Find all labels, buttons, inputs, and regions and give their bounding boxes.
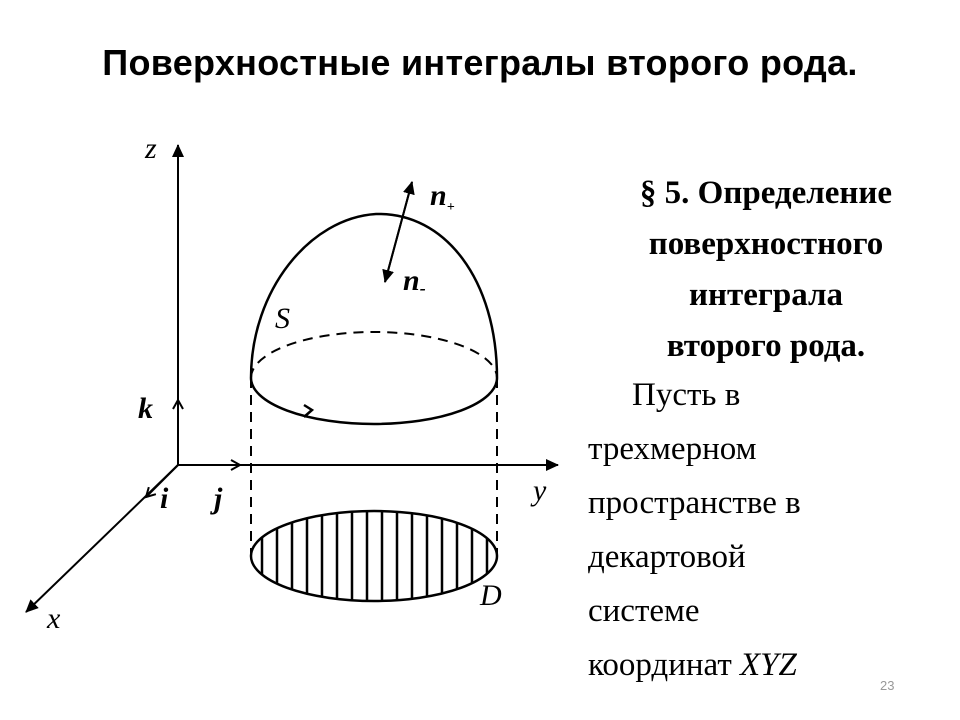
y-axis-label: y [530,474,547,507]
surface-s-label: S [275,302,290,335]
body-emphasis: XYZ [740,647,797,683]
surface-s-dome [249,212,499,379]
normal-minus-arrow [382,181,413,283]
body-paragraph: Пусть в трехмерном пространстве в декарт… [588,368,938,692]
normal-minus-label: n- [403,264,426,298]
surface-boundary-back [250,331,498,379]
region-d [249,509,499,603]
z-axis-label: z [144,132,157,165]
section-heading-line: § 5. Определение [639,175,893,211]
section-heading-line: второго рода. [666,328,866,364]
body-line: пространстве в [588,485,801,521]
body-line: системе [588,593,700,629]
orientation-arrow [303,403,315,418]
body-line: Пусть в [632,377,741,413]
unit-vector-i [146,464,179,497]
section-heading: § 5. Определение поверхностного интеграл… [580,168,952,372]
unit-vector-j-label: j [210,482,223,515]
surface-boundary-front [249,377,499,426]
region-d-label: D [479,579,502,612]
unit-vector-i-label: i [160,482,169,515]
body-line: координат [588,647,740,683]
unit-vector-k-label: k [138,392,153,425]
body-line-last: координат XYZ [588,638,938,692]
body-line: декартовой [588,539,746,575]
normal-plus-label: n+ [430,179,455,215]
section-heading-line: поверхностного [648,226,884,262]
body-line: трехмерном [588,431,757,467]
section-heading-line: интеграла [688,277,844,313]
page-number: 23 [880,678,895,693]
x-axis-label: x [46,602,61,635]
slide-title: Поверхностные интегралы второго рода. [102,42,858,83]
